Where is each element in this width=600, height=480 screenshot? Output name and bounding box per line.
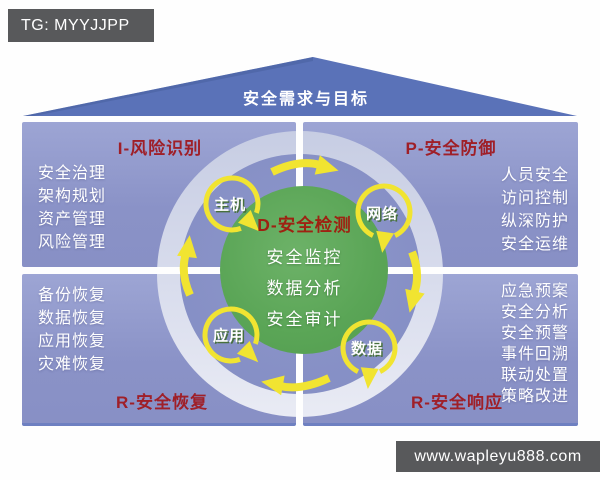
list-item: 安全治理 [38,165,107,182]
respond-item-list: 应急预案 安全分析 安全预警 事件回溯 联动处置 策略改进 [501,281,569,407]
list-item: 安全预警 [501,325,570,342]
data-node-label: 数据 [350,340,384,358]
list-item: 人员安全 [501,167,570,184]
detect-core-title: D-安全检测 [257,215,352,235]
list-item: 安全分析 [501,304,570,321]
list-item: 安全运维 [501,236,570,253]
list-item: 灾难恢复 [38,356,107,373]
list-item: 数据恢复 [38,310,107,327]
list-item: 纵深防护 [501,213,570,230]
list-item: 事件回溯 [501,346,570,363]
list-item: 应急预案 [501,283,570,300]
list-item: 安全监控 [266,248,343,267]
application-node-label: 应用 [212,327,246,345]
quadrant-title-identify: I-风险识别 [117,139,203,158]
quadrant-title-protect: P-安全防御 [405,139,497,158]
list-item: 应用恢复 [38,333,107,350]
identify-item-list: 安全治理 架构规划 资产管理 风险管理 [38,162,106,254]
quadrant-title-recover: R-安全恢复 [116,393,208,412]
network-node-label: 网络 [365,205,399,223]
list-item: 策略改进 [501,388,570,405]
list-item: 风险管理 [38,234,107,251]
list-item: 访问控制 [501,190,570,207]
host-node-label: 主机 [213,196,247,214]
list-item: 备份恢复 [38,287,107,304]
recover-item-list: 备份恢复 数据恢复 应用恢复 灾难恢复 [38,284,106,376]
quadrant-title-respond: R-安全响应 [411,393,503,412]
tg-watermark-badge: TG: MYYJJPP [8,9,154,42]
roof-title: 安全需求与目标 [242,91,369,108]
list-item: 数据分析 [266,279,343,298]
list-item: 安全审计 [266,310,343,329]
list-item: 联动处置 [501,367,570,384]
protect-item-list: 人员安全 访问控制 纵深防护 安全运维 [501,164,569,256]
detect-core-item-list: 安全监控 数据分析 安全审计 [232,242,377,335]
website-watermark-badge: www.wapleyu888.com [396,441,600,472]
list-item: 资产管理 [38,211,107,228]
list-item: 架构规划 [38,188,107,205]
